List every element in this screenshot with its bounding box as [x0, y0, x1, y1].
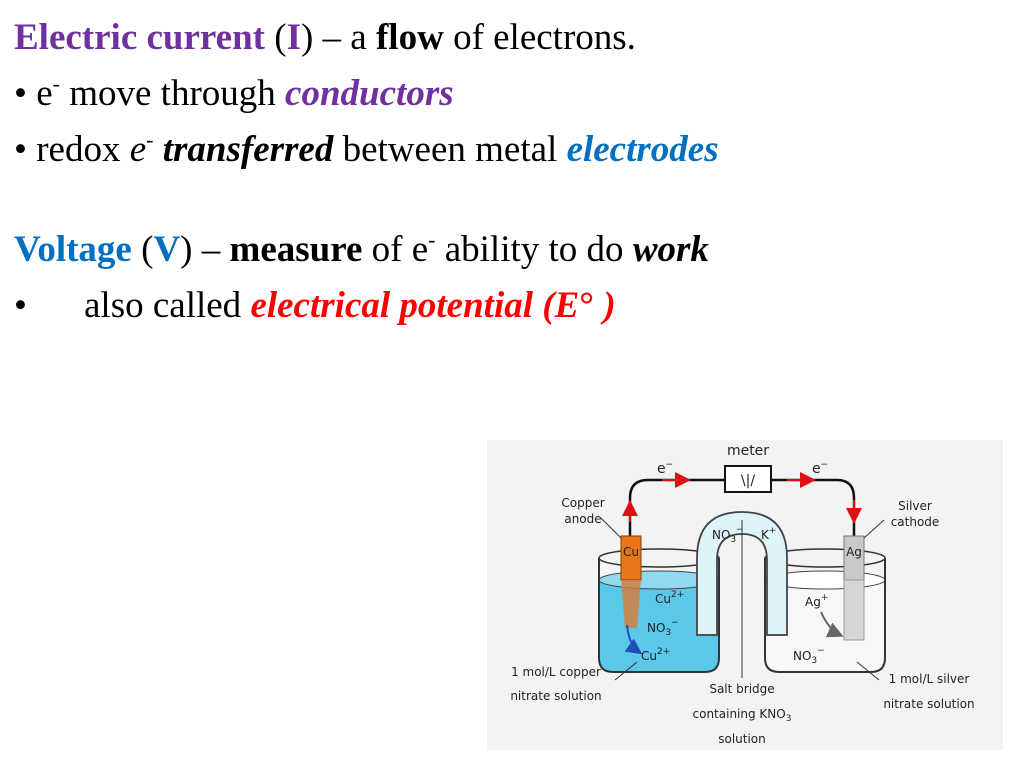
left-no3-label: NO3−: [647, 618, 679, 638]
copper-anode-label-2: anode: [564, 512, 601, 526]
paren-close: ) –: [180, 229, 230, 270]
silver-electrode-submerged: [843, 579, 865, 641]
line3-text2: between metal: [333, 129, 567, 170]
line1-rest: of electrons.: [443, 17, 636, 58]
word-electrodes: electrodes: [566, 129, 719, 170]
word-measure: measure: [229, 229, 363, 270]
line4-text1: of e: [362, 229, 429, 270]
right-solution-label-1: 1 mol/L silver: [889, 672, 970, 686]
galvanic-cell-svg: \|/ meter e− e− NO3− K+ Cu Ag Cu2+ NO3− …: [510, 443, 974, 746]
e-left-label: e−: [657, 460, 673, 477]
left-beaker: [598, 558, 720, 673]
salt-bridge-label-3: solution: [718, 732, 766, 746]
bullet: •: [14, 285, 27, 326]
line4-text2: ability to do: [435, 229, 633, 270]
meter-box: [724, 465, 772, 493]
line2-text: move through: [59, 73, 286, 114]
wire-left: [628, 478, 725, 538]
galvanic-cell-diagram: \|/ meter e− e− NO3− K+ Cu Ag Cu2+ NO3− …: [487, 440, 1003, 750]
bridge-no3-label: NO3−: [712, 525, 744, 545]
line-move-conductors: • e- move through conductors: [14, 66, 719, 122]
left-beaker-rim: [598, 548, 720, 568]
electron-sup: -: [52, 71, 60, 96]
left-cu2-label: Cu2+: [655, 590, 684, 606]
left-cu2-bottom-label: Cu2+: [641, 647, 670, 663]
paren-close: ) – a: [300, 17, 376, 58]
left-solution-label-2: nitrate solution: [510, 689, 601, 703]
potential-close: ): [594, 285, 616, 326]
meter-label: meter: [727, 443, 769, 459]
symbol-v: V: [153, 229, 181, 270]
line3-text1: redox: [36, 129, 130, 170]
copper-electrode-submerged: [621, 580, 641, 628]
right-beaker: [764, 558, 886, 673]
word-work: work: [632, 229, 709, 270]
line-electrical-potential: • also called electrical potential (E° ): [14, 278, 719, 334]
e-right-label: e−: [812, 460, 828, 477]
line-redox-transferred: • redox e- transferred between metal ele…: [14, 122, 719, 178]
silver-cathode-leader: [863, 519, 885, 539]
ag-deposit-arrow: [820, 611, 844, 638]
paren-open: (: [265, 17, 287, 58]
electron-e: e: [129, 129, 147, 170]
term-electric-current: Electric current: [14, 17, 265, 58]
spacer: [14, 178, 719, 222]
phrase-electrical-potential: electrical potential (E: [250, 285, 580, 326]
electron-sup: -: [146, 127, 154, 152]
copper-anode-leader: [600, 517, 622, 539]
term-voltage: Voltage: [14, 229, 132, 270]
word-flow: flow: [375, 17, 444, 58]
symbol-i: I: [286, 17, 301, 58]
right-ag-label: Ag+: [805, 593, 828, 609]
word-transferred: transferred: [153, 129, 334, 170]
right-solution-leader: [856, 661, 880, 681]
left-solution-label-1: 1 mol/L copper: [511, 665, 601, 679]
line5-text: also called: [84, 285, 251, 326]
salt-bridge: [696, 511, 788, 636]
bridge-k-label: K+: [761, 526, 776, 542]
wire-right: [771, 478, 856, 538]
bullet: •: [14, 73, 37, 114]
copper-anode-label-1: Copper: [561, 496, 604, 510]
cu-electrode-label: Cu: [623, 545, 639, 559]
cu-dissolve-arrow: [624, 624, 643, 655]
line-voltage: Voltage (V) – measure of e- ability to d…: [14, 222, 719, 278]
slide-text: Electric current (I) – a flow of electro…: [14, 10, 719, 334]
silver-cathode-label-2: cathode: [891, 515, 940, 529]
meter-face: \|/: [741, 473, 755, 489]
right-solution-label-2: nitrate solution: [883, 697, 974, 711]
silver-cathode-label-1: Silver: [898, 499, 932, 513]
salt-bridge-label-1: Salt bridge: [709, 682, 774, 696]
bullet: •: [14, 129, 37, 170]
left-solution-leader: [614, 661, 638, 681]
paren-open: (: [131, 229, 154, 270]
right-no3-label: NO3−: [793, 646, 825, 666]
line-electric-current: Electric current (I) – a flow of electro…: [14, 10, 719, 66]
electron-sup: -: [428, 227, 436, 252]
ag-electrode-label: Ag: [846, 545, 862, 559]
right-beaker-rim: [764, 548, 886, 568]
salt-bridge-label-2: containing KNO3: [693, 707, 792, 724]
electron-e: e: [36, 73, 53, 114]
word-conductors: conductors: [285, 73, 454, 114]
degree-symbol: °: [579, 285, 595, 326]
